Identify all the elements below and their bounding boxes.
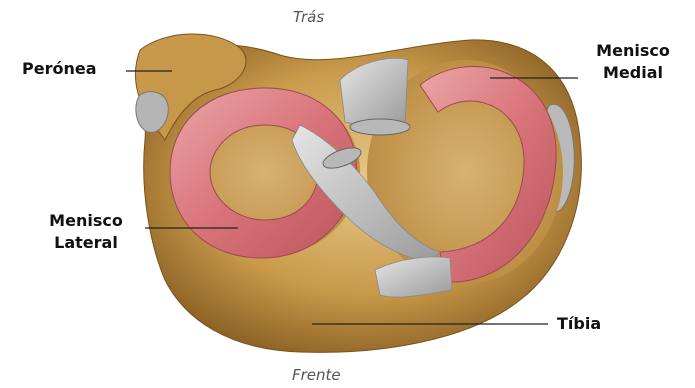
fibula-label: Perónea <box>22 58 97 80</box>
medial-meniscus-label: Menisco Medial <box>588 40 678 84</box>
lateral-meniscus-label-line2: Lateral <box>36 232 136 254</box>
medial-meniscus-label-line2: Medial <box>588 62 678 84</box>
ligament-cut-posterior <box>350 119 410 135</box>
tibia-label: Tíbia <box>557 313 601 335</box>
lateral-meniscus-label: Menisco Lateral <box>36 210 136 254</box>
orientation-bottom-label: Frente <box>292 366 341 384</box>
lateral-meniscus-label-line1: Menisco <box>36 210 136 232</box>
orientation-top-label: Trás <box>293 8 324 26</box>
medial-meniscus-label-line1: Menisco <box>588 40 678 62</box>
